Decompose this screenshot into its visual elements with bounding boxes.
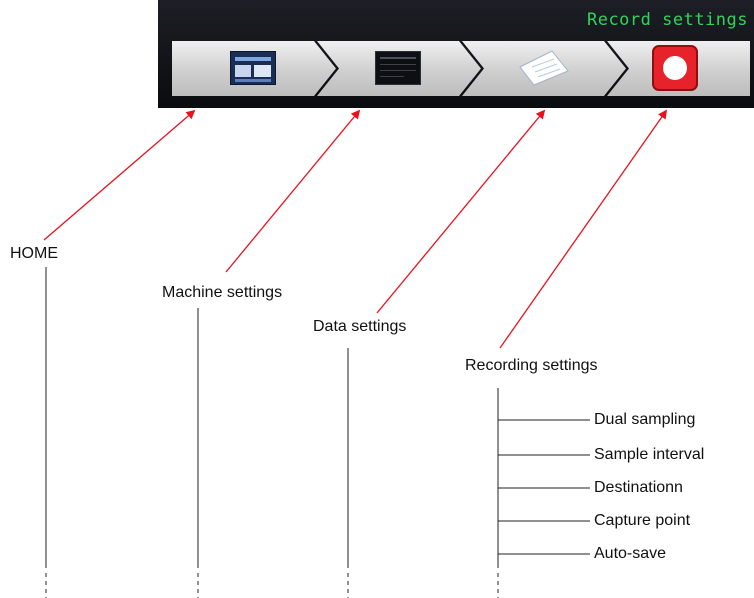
paper-sheet-icon [516,49,570,87]
tab-data[interactable] [462,41,626,96]
leaf-item: Dual sampling [594,411,696,428]
label-data-settings: Data settings [313,318,407,335]
leaf-item: Sample interval [594,446,705,463]
leaf-item: Destinationn [594,479,683,496]
tab-home[interactable] [172,41,336,96]
record-button-icon [652,45,698,91]
tab-strip [172,41,750,96]
settings-toolbar: Record settings [158,0,754,108]
label-home: HOME [10,245,58,262]
tab-machine[interactable] [317,41,481,96]
leaf-item: Capture point [594,512,691,529]
machine-screen-icon [375,51,421,85]
label-machine-settings: Machine settings [162,284,283,301]
arrow-home [43,109,196,241]
arrow-data [376,109,546,314]
leaf-item: Auto-save [594,545,667,562]
home-screen-icon [230,51,276,85]
tab-record[interactable] [607,41,750,96]
label-recording-settings: Recording settings [465,357,598,374]
arrow-recording [499,109,668,349]
arrow-machine [225,109,361,273]
toolbar-title: Record settings [586,10,748,30]
